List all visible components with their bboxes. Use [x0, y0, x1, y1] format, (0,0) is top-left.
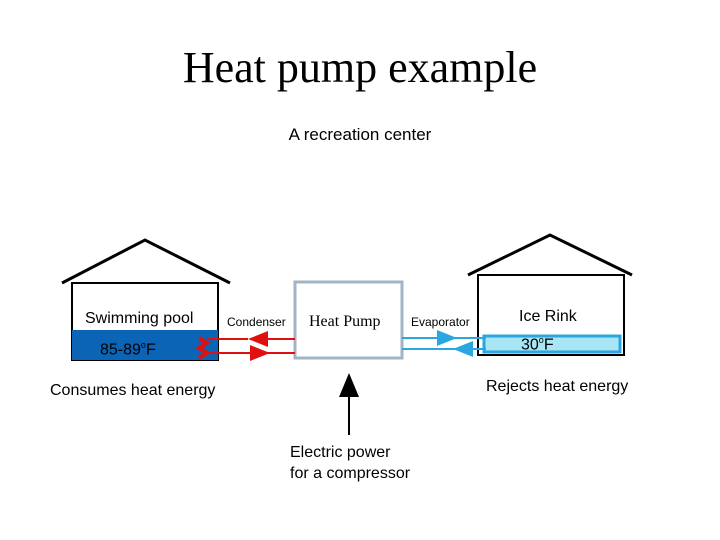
rink-temp: 30oF [521, 335, 554, 354]
pool-roof [61, 238, 231, 285]
subtitle: A recreation center [288, 125, 432, 144]
pool-temp: 85-89oF [100, 340, 156, 359]
heat-pump-box [293, 280, 404, 360]
page-title: Heat pump example [182, 43, 538, 92]
hot-pipes [195, 331, 295, 361]
pool-building [61, 238, 231, 361]
rink-walls [477, 274, 625, 356]
pool-label: Swimming pool [85, 310, 194, 327]
pool-coil [195, 336, 211, 360]
power-label: Electric power for a compressor [290, 442, 410, 484]
rink-label: Ice Rink [519, 308, 577, 325]
rink-building [467, 233, 633, 356]
heat-pump-label: Heat Pump [309, 313, 381, 330]
rejects-label: Rejects heat energy [486, 378, 629, 395]
rink-ice [482, 334, 622, 354]
condenser-label: Condenser [227, 315, 286, 329]
cold-pipes [402, 330, 486, 357]
rink-roof [467, 233, 633, 277]
power-label-line2: for a compressor [290, 465, 411, 482]
evaporator-label: Evaporator [411, 315, 470, 329]
pool-water [72, 330, 218, 360]
consumes-label: Consumes heat energy [50, 382, 216, 399]
power-label-line1: Electric power [290, 444, 391, 461]
